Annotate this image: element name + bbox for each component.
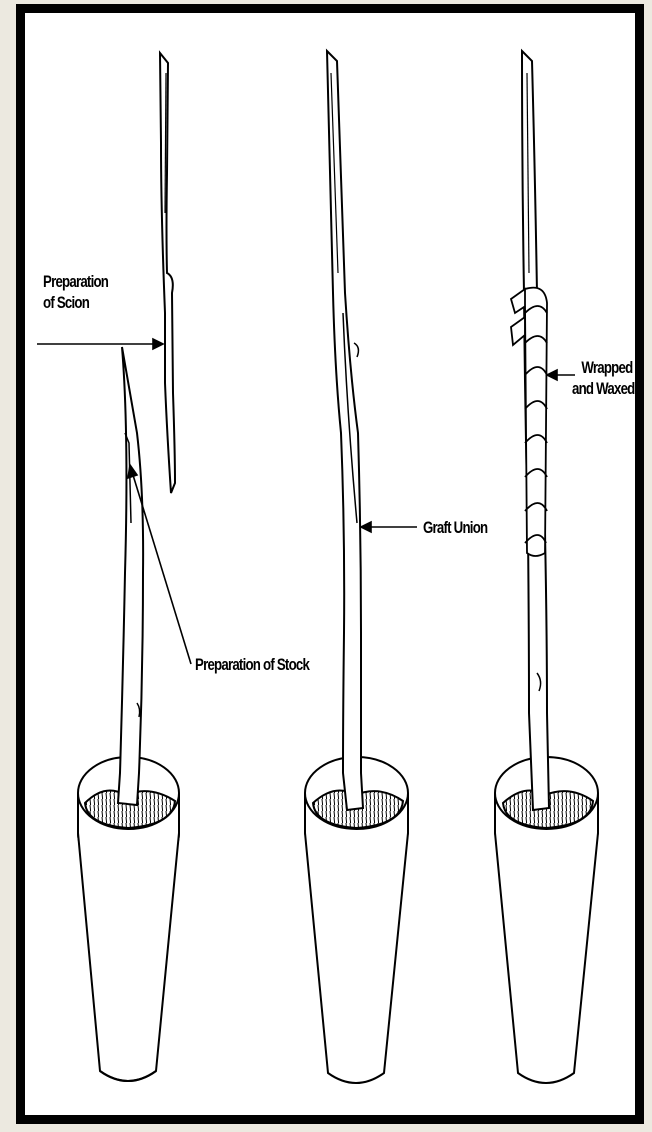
- scion-arrow: [37, 339, 163, 349]
- wrapped-arrow: [547, 370, 575, 380]
- label-preparation-of-stock: Preparation of Stock: [195, 654, 309, 675]
- label-preparation-of-scion: Preparation of Scion: [43, 271, 108, 313]
- grafted-stem-middle: [327, 51, 363, 810]
- grafting-diagram: [25, 13, 635, 1115]
- scion-left: [160, 53, 175, 493]
- diagram-frame: Preparation of Scion Preparation of Stoc…: [16, 4, 644, 1124]
- label-graft-union: Graft Union: [423, 517, 487, 538]
- pot-left: [78, 757, 179, 1081]
- grafting-tape: [511, 288, 547, 556]
- rootstock-left: [118, 347, 143, 805]
- label-wrapped-and-waxed: Wrapped and Waxed: [572, 357, 634, 399]
- graft-union-arrow: [361, 522, 417, 532]
